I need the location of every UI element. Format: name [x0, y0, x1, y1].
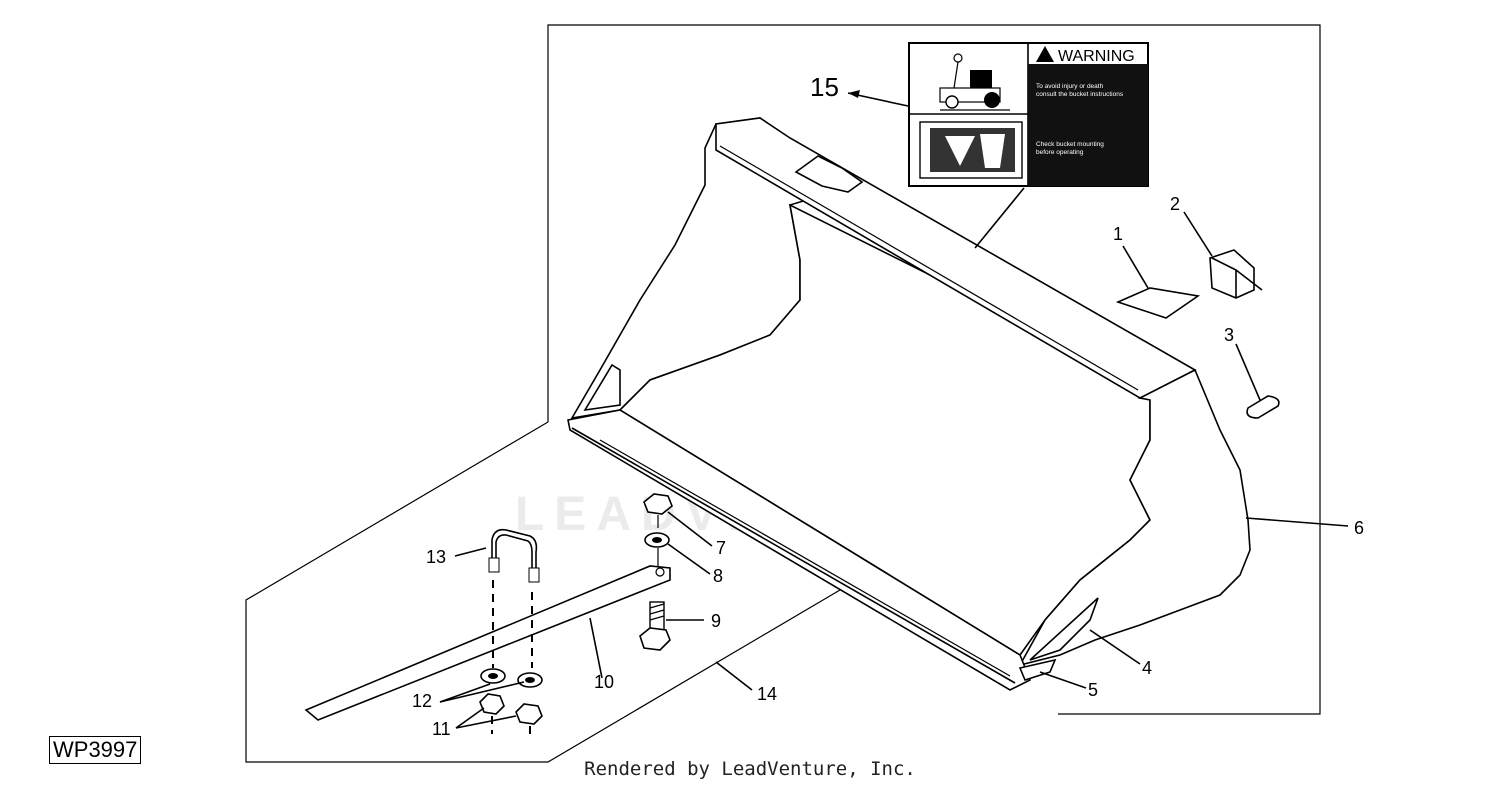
callout-1: 1 — [1113, 224, 1123, 244]
callout-14: 14 — [757, 684, 777, 704]
leader-lines — [439, 90, 1349, 729]
callout-3: 3 — [1224, 325, 1234, 345]
frame-upper — [547, 24, 1321, 715]
part-10-tooth-bar — [304, 565, 671, 721]
tractor-pictogram-icon — [939, 53, 1010, 111]
part-12-washers — [480, 668, 543, 688]
part-9-bolt — [639, 601, 671, 651]
warning-line-4: before operating — [1036, 149, 1084, 156]
callout-12: 12 — [412, 691, 432, 711]
callout-10: 10 — [594, 672, 614, 692]
callout-2: 2 — [1170, 194, 1180, 214]
callout-7: 7 — [716, 538, 726, 558]
frame-lower — [245, 421, 841, 763]
diagram-reference-code: WP3997 — [49, 736, 142, 764]
callout-9: 9 — [711, 611, 721, 631]
callout-15: 15 — [810, 72, 839, 102]
callout-8: 8 — [713, 566, 723, 586]
part-1-plate — [1115, 287, 1201, 319]
warning-line-3: Check bucket mounting — [1036, 141, 1104, 148]
callout-6: 6 — [1354, 518, 1364, 538]
footer-credit: Rendered by LeadVenture, Inc. — [584, 758, 916, 780]
warning-decal: WARNING To avoid injury or death consult… — [908, 42, 1149, 187]
callout-4: 4 — [1142, 658, 1152, 678]
part-13-u-bolt — [488, 528, 540, 668]
warning-line-1: To avoid injury or death — [1036, 83, 1104, 90]
callout-5: 5 — [1088, 680, 1098, 700]
part-11-nuts — [479, 693, 543, 740]
part-8-lockwasher — [644, 532, 670, 568]
callouts: 15 1 2 3 6 4 5 14 10 9 8 7 13 12 11 — [412, 72, 1364, 739]
crush-hazard-pictogram-icon — [919, 121, 1023, 179]
part-2-bracket — [1209, 249, 1263, 299]
loader-bucket — [567, 117, 1251, 691]
warning-line-2: consult the bucket instructions — [1036, 91, 1124, 98]
part-3-pin — [1246, 395, 1280, 419]
callout-13: 13 — [426, 547, 446, 567]
warning-triangle-icon — [1036, 46, 1054, 62]
callout-11: 11 — [432, 719, 451, 739]
warning-heading: WARNING — [1058, 48, 1135, 65]
part-7-nut — [643, 493, 673, 528]
